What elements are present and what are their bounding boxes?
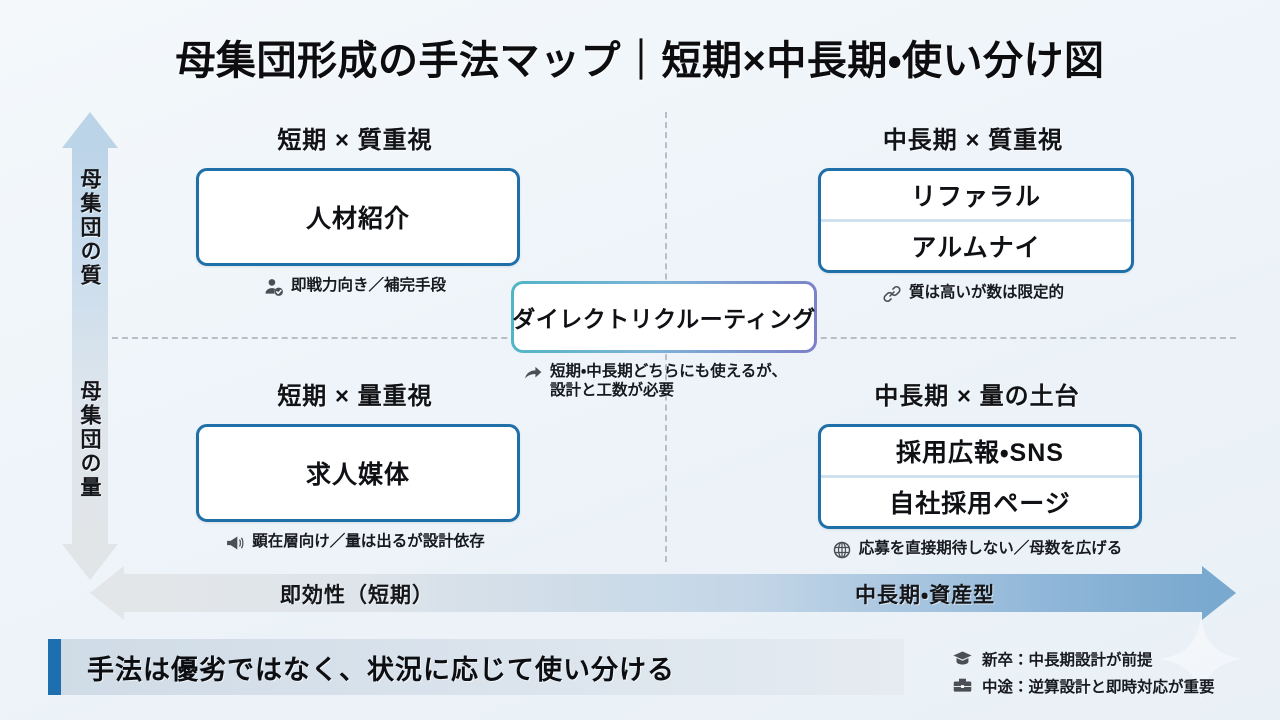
vertical-arrow-shaft [72, 146, 108, 546]
axis-label-volume: 母集団の量 [78, 380, 101, 500]
vertical-axis-arrow: 母集団の質 母集団の量 [62, 112, 118, 580]
quadrant-note-text: 質は高いが数は限定的 [908, 284, 1064, 301]
page-title: 母集団形成の手法マップ｜短期×中長期・使い分け図 [175, 39, 1105, 83]
method-card-label: 採用広報・SNS [896, 439, 1064, 467]
quadrant-title: 短期 × 量重視 [277, 383, 433, 410]
method-card-label: アルムナイ [911, 234, 1041, 262]
method-card-group-quality-longterm[interactable]: リファラル アルムナイ [818, 168, 1134, 273]
quadrant-note: 顕在層向け／量は出るが設計依存 [196, 532, 514, 553]
axis-label-long-term: 中長期・資産型 [855, 584, 996, 607]
method-card-kyuujin-baitai[interactable]: 求人媒体 [196, 424, 520, 522]
method-card-label: リファラル [910, 183, 1041, 211]
quadrant-title: 中長期 × 量の土台 [874, 383, 1080, 410]
footer-banner: 手法は優劣ではなく、状況に応じて使い分ける [48, 639, 904, 695]
method-card-saiyou-kouhou-sns[interactable]: 採用広報・SNS [821, 427, 1139, 475]
footer-message: 手法は優劣ではなく、状況に応じて使い分ける [87, 654, 675, 685]
axis-label-short-term: 即効性（短期） [280, 584, 434, 607]
graduation-cap-icon [952, 648, 973, 669]
center-method-block: ダイレクトリクルーティング 短期・中長期どちらにも使えるが、 設計と工数が必要 [511, 281, 817, 401]
legend-label: 新卒：中長期設計が前提 [982, 651, 1153, 669]
horizontal-arrow-shaft [122, 574, 1204, 612]
quadrant-title: 中長期 × 質重視 [882, 127, 1064, 154]
method-card-label: 求人媒体 [305, 461, 410, 489]
method-card-group-volume-longterm[interactable]: 採用広報・SNS 自社採用ページ [818, 424, 1142, 529]
arrow-head-up-icon [62, 112, 118, 148]
center-note: 短期・中長期どちらにも使えるが、 設計と工数が必要 [511, 362, 817, 401]
footer-accent-bar [48, 639, 61, 695]
quadrant-note-text: 即戦力向き／補完手段 [290, 277, 446, 294]
method-card-jinzai-shoukai[interactable]: 人材紹介 [196, 168, 520, 266]
quadrant-title: 短期 × 質重視 [277, 127, 433, 154]
quadrant-note-text: 顕在層向け／量は出るが設計依存 [252, 533, 485, 550]
quadrant-top-right: 中長期 × 質重視 リファラル アルムナイ 質は高いが数は限定的 [818, 120, 1134, 304]
legend-item-chuuto: 中途：逆算設計と即時対応が重要 [952, 672, 1242, 699]
method-card-label: 人材紹介 [305, 205, 410, 233]
method-card-referral[interactable]: リファラル [821, 171, 1131, 219]
briefcase-icon [952, 675, 973, 696]
quadrant-note-text: 応募を直接期待しない／母数を広げる [858, 540, 1123, 557]
globe-icon [832, 540, 852, 560]
method-card-label: 自社採用ページ [889, 490, 1071, 518]
method-card-jisha-saiyou-page[interactable]: 自社採用ページ [821, 475, 1139, 526]
quadrant-note: 質は高いが数は限定的 [818, 283, 1128, 304]
legend-item-shinsotsu: 新卒：中長期設計が前提 [952, 645, 1242, 672]
quadrant-note: 即戦力向き／補完手段 [196, 276, 514, 297]
method-card-alumni[interactable]: アルムナイ [821, 219, 1131, 270]
legend: 新卒：中長期設計が前提 中途：逆算設計と即時対応が重要 [952, 645, 1242, 699]
quadrant-note: 応募を直接期待しない／母数を広げる [818, 539, 1136, 560]
megaphone-icon [225, 533, 245, 553]
arrow-head-right-icon [1202, 566, 1236, 620]
quadrant-bottom-right: 中長期 × 量の土台 採用広報・SNS 自社採用ページ 応募を直接期待しない／母… [818, 376, 1142, 560]
center-note-text: 短期・中長期どちらにも使えるが、 設計と工数が必要 [550, 363, 787, 400]
link-icon [882, 284, 902, 304]
person-check-icon [264, 277, 284, 297]
method-card-label: ダイレクトリクルーティング [512, 306, 816, 332]
method-card-direct-recruiting[interactable]: ダイレクトリクルーティング [511, 281, 817, 353]
axis-label-quality: 母集団の質 [78, 168, 101, 288]
quadrant-top-left: 短期 × 質重視 人材紹介 即戦力向き／補完手段 [196, 120, 520, 297]
legend-label: 中途：逆算設計と即時対応が重要 [982, 678, 1215, 696]
horizontal-axis-arrow: 即効性（短期） 中長期・資産型 [90, 566, 1236, 620]
quadrant-bottom-left: 短期 × 量重視 求人媒体 顕在層向け／量は出るが設計依存 [196, 376, 520, 553]
curved-arrow-icon [523, 363, 543, 383]
center-card-inner: ダイレクトリクルーティング [512, 284, 816, 350]
arrow-head-left-icon [90, 566, 124, 620]
